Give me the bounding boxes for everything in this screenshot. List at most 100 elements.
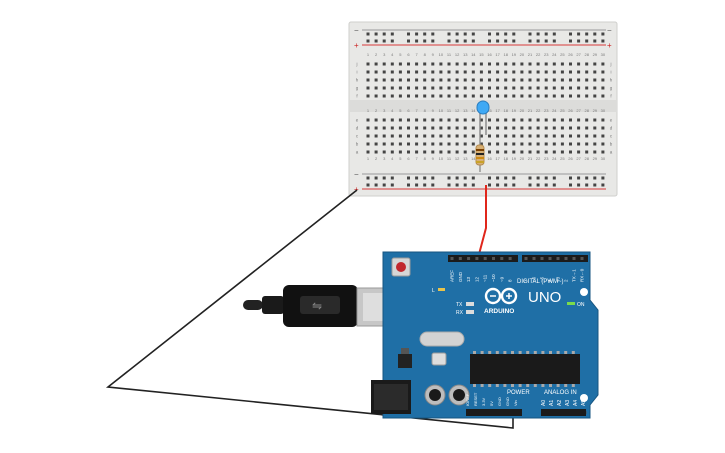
breadboard-hole[interactable] <box>536 94 540 98</box>
breadboard-hole[interactable] <box>488 94 491 98</box>
breadboard-hole[interactable] <box>382 126 386 130</box>
digital-pin[interactable] <box>540 257 544 260</box>
breadboard-hole[interactable] <box>512 62 516 66</box>
breadboard-hole[interactable] <box>382 70 386 74</box>
breadboard-hole[interactable] <box>382 134 386 138</box>
breadboard-hole[interactable] <box>560 142 564 146</box>
breadboard-hole[interactable] <box>455 86 459 90</box>
breadboard-hole[interactable] <box>366 118 370 122</box>
breadboard-hole[interactable] <box>544 62 548 66</box>
breadboard-hole[interactable] <box>601 94 605 98</box>
breadboard-hole[interactable] <box>520 118 524 122</box>
rail-hole[interactable] <box>601 39 605 43</box>
breadboard-hole[interactable] <box>407 94 410 98</box>
breadboard-hole[interactable] <box>415 126 419 130</box>
breadboard-hole[interactable] <box>479 78 483 82</box>
breadboard-hole[interactable] <box>577 142 581 146</box>
breadboard-hole[interactable] <box>455 78 459 82</box>
breadboard-hole[interactable] <box>569 78 572 82</box>
breadboard-hole[interactable] <box>431 126 435 130</box>
breadboard-hole[interactable] <box>415 134 419 138</box>
breadboard-hole[interactable] <box>536 134 540 138</box>
rail-hole[interactable] <box>463 183 467 187</box>
breadboard-hole[interactable] <box>382 142 386 146</box>
breadboard-hole[interactable] <box>415 150 419 154</box>
digital-pin[interactable] <box>450 257 454 260</box>
breadboard-hole[interactable] <box>415 62 419 66</box>
digital-pin[interactable] <box>564 257 568 260</box>
breadboard-hole[interactable] <box>585 70 589 74</box>
breadboard-hole[interactable] <box>504 134 508 138</box>
breadboard-hole[interactable] <box>423 62 427 66</box>
breadboard-hole[interactable] <box>488 150 491 154</box>
breadboard-hole[interactable] <box>471 78 475 82</box>
breadboard-hole[interactable] <box>431 150 435 154</box>
rail-hole[interactable] <box>374 183 378 187</box>
breadboard-hole[interactable] <box>520 134 524 138</box>
breadboard-hole[interactable] <box>488 142 491 146</box>
breadboard-hole[interactable] <box>552 78 556 82</box>
breadboard-hole[interactable] <box>569 94 572 98</box>
breadboard-hole[interactable] <box>496 78 500 82</box>
breadboard-hole[interactable] <box>496 142 500 146</box>
breadboard-hole[interactable] <box>366 62 370 66</box>
rail-hole[interactable] <box>431 32 435 36</box>
breadboard-hole[interactable] <box>560 70 564 74</box>
breadboard-hole[interactable] <box>593 142 597 146</box>
breadboard-hole[interactable] <box>431 78 435 82</box>
rail-hole[interactable] <box>471 32 475 36</box>
rail-hole[interactable] <box>471 183 475 187</box>
breadboard-hole[interactable] <box>601 142 605 146</box>
breadboard-hole[interactable] <box>585 142 589 146</box>
breadboard-hole[interactable] <box>439 142 443 146</box>
breadboard-hole[interactable] <box>455 118 459 122</box>
rail-hole[interactable] <box>415 183 419 187</box>
rail-hole[interactable] <box>423 183 427 187</box>
breadboard-hole[interactable] <box>447 86 451 90</box>
breadboard-hole[interactable] <box>439 78 443 82</box>
breadboard-hole[interactable] <box>593 62 597 66</box>
breadboard-hole[interactable] <box>423 94 427 98</box>
breadboard-hole[interactable] <box>536 150 540 154</box>
breadboard-hole[interactable] <box>423 86 427 90</box>
breadboard-hole[interactable] <box>488 70 491 74</box>
breadboard-hole[interactable] <box>423 70 427 74</box>
rail-hole[interactable] <box>552 39 556 43</box>
breadboard-hole[interactable] <box>439 70 443 74</box>
breadboard-hole[interactable] <box>479 62 483 66</box>
breadboard-hole[interactable] <box>447 150 451 154</box>
breadboard-hole[interactable] <box>407 142 410 146</box>
breadboard-hole[interactable] <box>544 70 548 74</box>
breadboard-hole[interactable] <box>504 94 508 98</box>
breadboard-hole[interactable] <box>447 62 451 66</box>
breadboard-hole[interactable] <box>536 70 540 74</box>
breadboard-hole[interactable] <box>512 70 516 74</box>
breadboard-hole[interactable] <box>577 150 581 154</box>
breadboard-hole[interactable] <box>520 142 524 146</box>
rail-hole[interactable] <box>366 176 370 180</box>
rail-hole[interactable] <box>601 32 605 36</box>
breadboard-hole[interactable] <box>601 70 605 74</box>
breadboard-hole[interactable] <box>366 86 370 90</box>
breadboard-hole[interactable] <box>544 94 548 98</box>
breadboard-hole[interactable] <box>374 134 378 138</box>
breadboard-hole[interactable] <box>488 118 491 122</box>
breadboard-hole[interactable] <box>398 142 402 146</box>
breadboard-hole[interactable] <box>390 78 394 82</box>
breadboard-hole[interactable] <box>439 118 443 122</box>
rail-hole[interactable] <box>488 176 491 180</box>
breadboard-hole[interactable] <box>455 94 459 98</box>
breadboard-hole[interactable] <box>390 134 394 138</box>
rail-hole[interactable] <box>569 32 572 36</box>
breadboard-hole[interactable] <box>455 134 459 138</box>
rail-hole[interactable] <box>455 32 459 36</box>
breadboard-hole[interactable] <box>447 142 451 146</box>
breadboard-hole[interactable] <box>471 126 475 130</box>
breadboard-hole[interactable] <box>374 70 378 74</box>
breadboard-hole[interactable] <box>504 86 508 90</box>
breadboard-hole[interactable] <box>520 70 524 74</box>
rail-hole[interactable] <box>471 39 475 43</box>
breadboard-hole[interactable] <box>577 78 581 82</box>
breadboard-hole[interactable] <box>512 118 516 122</box>
breadboard-hole[interactable] <box>431 86 435 90</box>
